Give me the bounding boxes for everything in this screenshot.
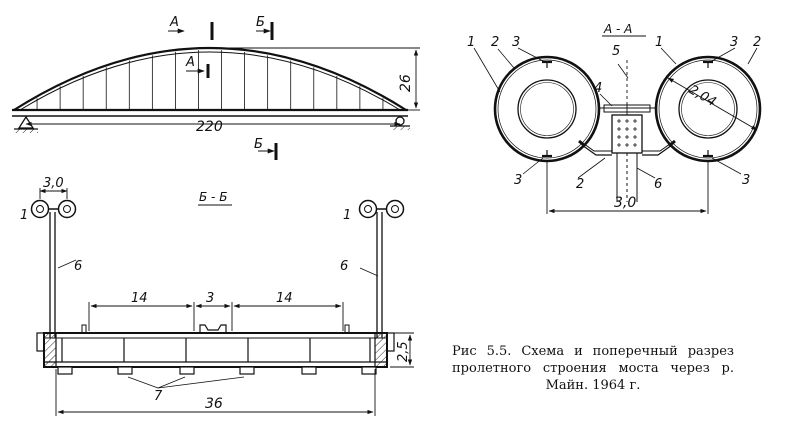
depth-dimension (390, 332, 414, 368)
deck-foot (361, 366, 377, 375)
stiffener-grid (617, 119, 637, 147)
section-mark-b-bottom (258, 143, 278, 160)
deck-foot (57, 366, 73, 375)
plus-mark (617, 119, 621, 123)
rise-dimension (212, 47, 420, 111)
section-letter-b-top: Б (256, 15, 265, 30)
section-mark-b-top (256, 22, 274, 40)
deck-foot (239, 366, 255, 375)
bb-label-1-right: 1 (343, 208, 351, 223)
aa-title: А - А (603, 22, 632, 36)
spacing-dimension (546, 160, 709, 214)
aa-label-2-left: 2 (491, 35, 499, 50)
aa-spacing-label: 3,0 (614, 195, 636, 211)
plus-mark (625, 119, 629, 123)
bb-tube-spacing-label: 3,0 (43, 176, 64, 191)
aa-label-3-left: 3 (512, 35, 520, 50)
left-tube-pair (30, 199, 77, 338)
plus-mark (617, 143, 621, 147)
bb-lane-right-label: 14 (276, 291, 293, 306)
plus-mark (625, 127, 629, 131)
right-support (390, 116, 410, 130)
bb-width-label: 36 (205, 396, 223, 412)
figure-caption: Рис 5.5. Схема и поперечный разрез проле… (452, 344, 734, 393)
deck-section (36, 324, 395, 375)
aa-leaders (473, 47, 758, 179)
right-tube-pair (358, 199, 405, 338)
deck-webs (61, 338, 371, 362)
bb-lane-left-label: 14 (131, 291, 148, 306)
aa-label-4: 4 (594, 81, 602, 96)
aa-label-5: 5 (612, 44, 620, 59)
plus-mark (617, 127, 621, 131)
aa-label-3-bottom-left: 3 (514, 173, 522, 188)
section-bb (30, 188, 414, 416)
plus-mark (633, 119, 637, 123)
aa-label-1-left: 1 (467, 35, 475, 50)
plus-mark (625, 135, 629, 139)
section-letter-a-top: А (169, 15, 179, 30)
width-dimension (55, 369, 376, 416)
bb-label-7: 7 (154, 389, 163, 404)
aa-label-3-right: 3 (730, 35, 738, 50)
bb-label-6-left: 6 (74, 259, 82, 274)
deck-feet (57, 366, 377, 375)
aa-label-2-bottom: 2 (576, 177, 584, 192)
tube-spacing-dimension (39, 188, 68, 199)
bb-title: Б - Б (199, 190, 227, 204)
aa-diameter-label: 2,04 (686, 82, 719, 109)
left-support (14, 115, 38, 133)
aa-label-6: 6 (654, 177, 662, 192)
bridge-elevation (12, 22, 420, 160)
span-label: 220 (196, 119, 223, 135)
plus-mark (617, 135, 621, 139)
bb-depth-label: 2,5 (396, 341, 411, 362)
deck-foot (179, 366, 195, 375)
cross-girder (578, 60, 676, 156)
section-aa (473, 35, 762, 214)
bb-median-label: 3 (206, 291, 214, 306)
bb-label-6-right: 6 (340, 259, 348, 274)
rise-label: 26 (398, 74, 414, 92)
plus-mark (633, 135, 637, 139)
lane-dimensions (88, 302, 344, 331)
bb-leaders (57, 259, 379, 389)
section-letter-a-lower: А (185, 55, 195, 70)
section-mark-a-top (168, 22, 214, 40)
diameter-dimension (667, 77, 758, 131)
section-letter-b-bottom: Б (254, 137, 263, 152)
plus-mark (625, 143, 629, 147)
arch-inner (19, 51, 401, 111)
aa-label-2-right: 2 (753, 35, 761, 50)
bb-label-1-left: 1 (20, 208, 28, 223)
support-column (616, 153, 638, 202)
deck-foot (117, 366, 133, 375)
aa-label-3-bottom-right: 3 (742, 173, 750, 188)
plus-mark (633, 127, 637, 131)
arch-outer (13, 47, 407, 111)
section-mark-a-lower (186, 64, 210, 78)
aa-label-1-right: 1 (655, 35, 663, 50)
arch-hangers (36, 50, 384, 110)
plus-mark (633, 143, 637, 147)
deck-foot (301, 366, 317, 375)
